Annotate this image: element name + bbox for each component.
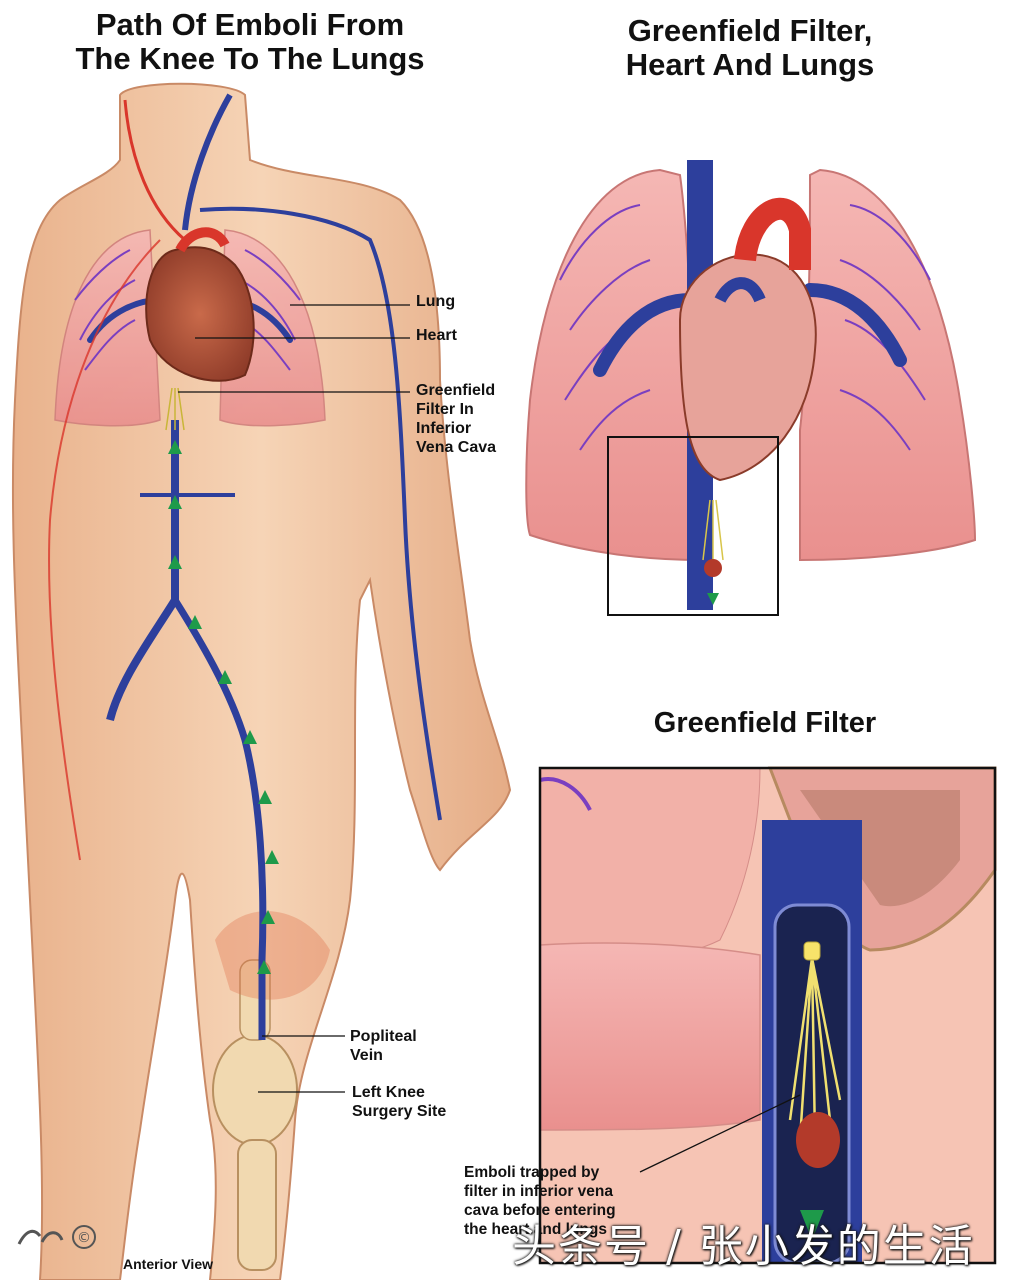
title-greenfield-filter: Greenfield Filter: [653, 707, 877, 739]
body-lungs: [54, 229, 326, 427]
filter-detail-panel: [539, 766, 997, 1265]
heart-lungs-panel: [525, 160, 977, 610]
zoom-box: [607, 436, 779, 616]
label-knee-surgery-site: Left Knee Surgery Site: [352, 1084, 447, 1120]
stamp-logo: ©: [14, 1222, 104, 1257]
stamp-copyright: ©: [77, 1230, 91, 1246]
watermark-text: 头条号 / 张小发的生活: [512, 1221, 975, 1272]
title-path-of-emboli: Path Of Emboli From The Knee To The Lung…: [75, 7, 425, 76]
emboli-leader-line: [639, 1094, 801, 1173]
label-anterior-view: Anterior View: [123, 1256, 213, 1272]
emboli-path-arrows: [168, 440, 279, 974]
label-lung: Lung: [416, 293, 456, 310]
filter-detail-frame: [538, 766, 997, 1265]
body-filter: [165, 387, 185, 431]
title-heart-and-lungs: Greenfield Filter, Heart And Lungs: [625, 13, 875, 82]
label-emboli-trapped: Emboli trapped by filter in inferior ven…: [464, 1164, 616, 1238]
leader-lines-left: [178, 304, 410, 1093]
body-vessels: [48, 93, 442, 1040]
body-heart: [145, 227, 255, 382]
label-heart: Heart: [416, 327, 457, 344]
label-popliteal-vein: Popliteal Vein: [350, 1028, 417, 1064]
label-greenfield-filter: Greenfield Filter In Inferior Vena Cava: [416, 382, 497, 456]
